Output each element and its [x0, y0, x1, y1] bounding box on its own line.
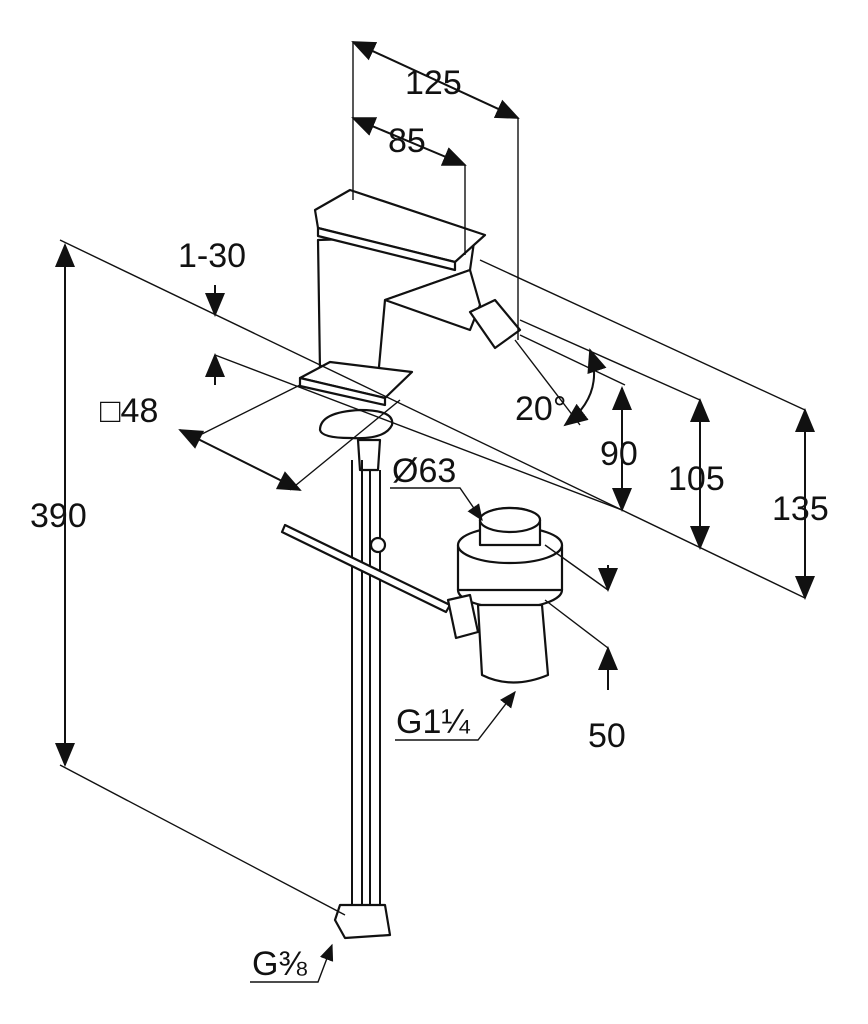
dim-deck-thickness: 1-30: [178, 237, 246, 275]
dim-lever-depth: 85: [388, 122, 426, 160]
dim-base-square: □48: [100, 392, 158, 430]
dim-spout-top-height: 105: [668, 460, 725, 498]
dim-overall-height: 135: [772, 490, 829, 528]
faucet-body: [298, 188, 522, 472]
dim-drain-thread: G1¼: [396, 703, 470, 741]
dim-hose-length: 390: [30, 497, 87, 535]
dim-drain-diameter: Ø63: [392, 452, 456, 490]
dim-spout-angle: 20°: [515, 390, 566, 428]
dim-overall-depth: 125: [405, 64, 462, 102]
dim-drain-height: 50: [588, 717, 626, 755]
dim-spout-height: 90: [600, 435, 638, 473]
hoses: [280, 460, 452, 940]
dim-hose-thread: G⅜: [252, 945, 307, 983]
dimension-lines: [55, 41, 815, 983]
drain-valve: [446, 506, 564, 684]
